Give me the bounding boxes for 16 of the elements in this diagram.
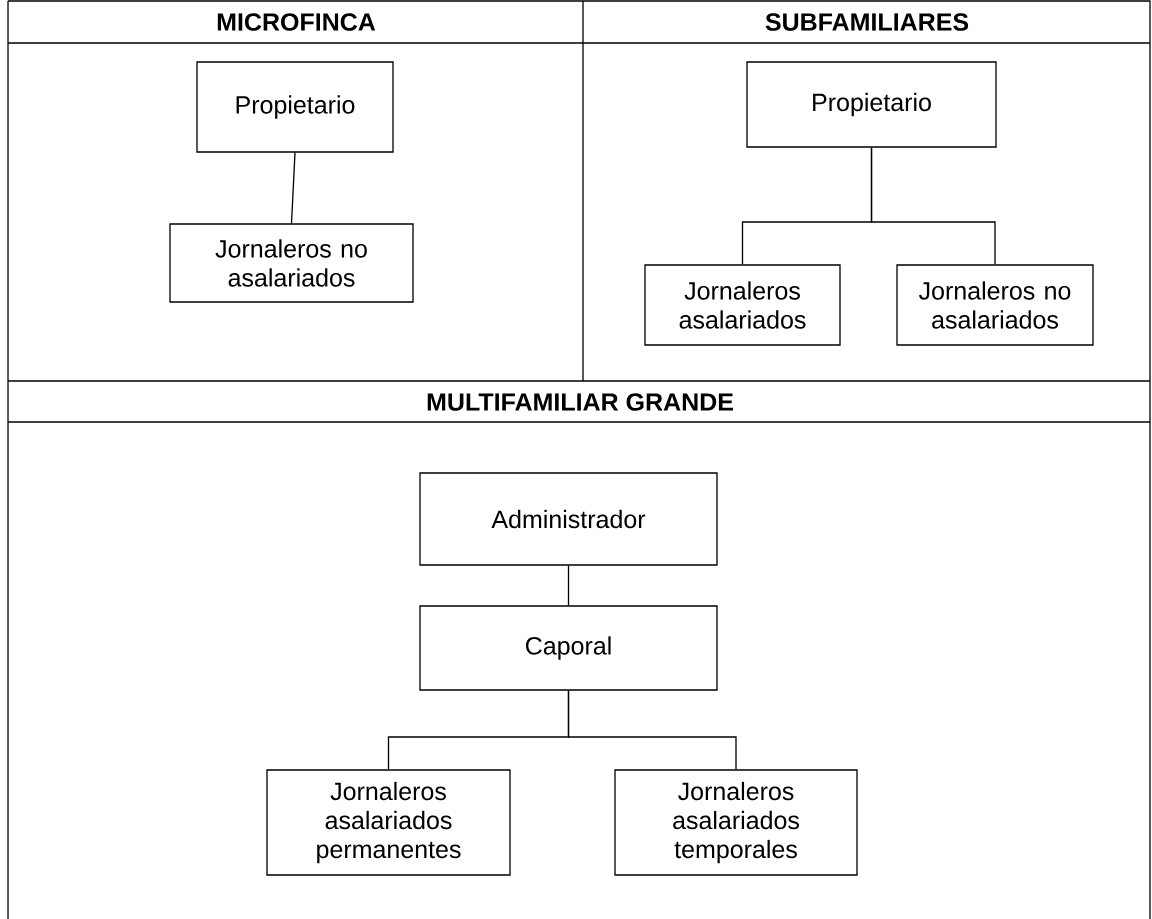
org-box: Jornaleros no asalariados	[896, 264, 1094, 346]
org-box: Jornaleros asalariados	[644, 264, 841, 346]
section-header: MICROFINCA	[217, 13, 376, 31]
org-box: Propietario	[196, 61, 394, 153]
org-box: Jornaleros no asalariados	[169, 223, 414, 303]
connector-line	[567, 690, 737, 770]
section-header: MULTIFAMILIAR GRANDE	[427, 393, 733, 411]
connector-line	[567, 565, 570, 606]
org-box: Jornaleros asalariados temporales	[614, 769, 858, 876]
connector-line	[870, 147, 996, 265]
org-box: Caporal	[419, 605, 718, 691]
section-header: SUBFAMILIARES	[765, 13, 969, 31]
org-box: Propietario	[746, 61, 997, 148]
org-box: Jornaleros asalariados permanentes	[266, 769, 511, 876]
connector-line	[290, 152, 296, 224]
org-box: Administrador	[419, 472, 718, 566]
